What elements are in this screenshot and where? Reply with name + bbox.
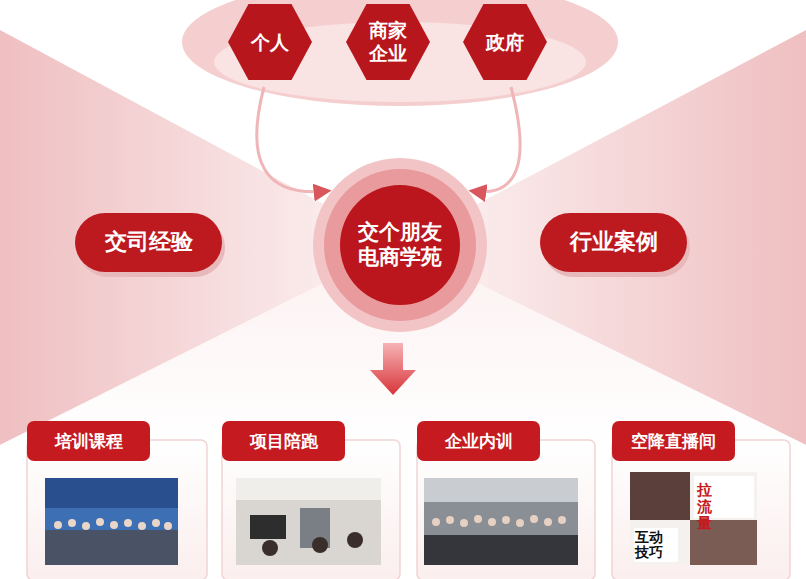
source-hexagon: 政府 [462, 3, 548, 81]
node-text: 政府 [483, 31, 527, 54]
text-wrap: 培训课程 [55, 431, 123, 451]
node-text: 培训课程 [55, 431, 123, 451]
service-tab: 空降直播间 [612, 421, 735, 461]
source-hexagon: 商家 企业 [345, 3, 431, 81]
text-wrap: 商家 企业 [366, 19, 410, 65]
service-tab: 项目陪跑 [222, 421, 345, 461]
inner-circle [340, 185, 460, 305]
text-wrap: 空降直播间 [631, 431, 716, 451]
service-tab: 企业内训 [417, 421, 540, 461]
text-wrap: 个人 [248, 31, 292, 54]
center-circle: 交个朋友 电商学苑 [312, 157, 488, 333]
text-wrap: 交个朋友 电商学苑 [354, 220, 446, 270]
middle-ring [324, 169, 476, 321]
tab-fill [417, 421, 540, 461]
top-ellipse [182, 0, 618, 106]
pill-fill [540, 213, 687, 272]
node-text: 个人 [248, 31, 292, 54]
photo-caption: 拉流量 [697, 482, 712, 532]
node-text: 空降直播间 [631, 431, 716, 451]
text-wrap: 项目陪跑 [250, 431, 318, 451]
node-text: 商家 企业 [366, 19, 410, 65]
node-text: 项目陪跑 [250, 431, 318, 451]
photo-training [45, 478, 178, 565]
node-text: 交司经验 [105, 229, 193, 255]
side-pill: 交司经验 [75, 213, 225, 277]
down-arrow [370, 343, 416, 395]
node-text: 交个朋友 电商学苑 [354, 220, 446, 270]
source-hexagon: 个人 [227, 3, 313, 81]
photo-inhouse [424, 478, 578, 565]
tab-fill [222, 421, 345, 461]
hexagon-fill [463, 4, 547, 80]
curved-arrow [472, 87, 520, 192]
hexagon-fill [346, 4, 430, 80]
curved-arrow [257, 87, 328, 192]
node-text: 行业案例 [570, 229, 658, 255]
photo-project [236, 478, 381, 565]
outer-ring [313, 158, 487, 332]
service-tab: 培训课程 [27, 421, 150, 461]
hexagon-fill [228, 4, 312, 80]
text-wrap: 交司经验 [105, 229, 193, 255]
tab-fill [612, 421, 735, 461]
photo-caption: 互动 技巧 [634, 530, 663, 561]
text-wrap: 企业内训 [445, 431, 513, 451]
node-text: 企业内训 [445, 431, 513, 451]
tab-fill [27, 421, 150, 461]
text-wrap: 行业案例 [570, 229, 658, 255]
side-pill: 行业案例 [540, 213, 690, 277]
pill-fill [75, 213, 222, 272]
text-wrap: 政府 [483, 31, 527, 54]
photo-livestream [630, 472, 757, 565]
